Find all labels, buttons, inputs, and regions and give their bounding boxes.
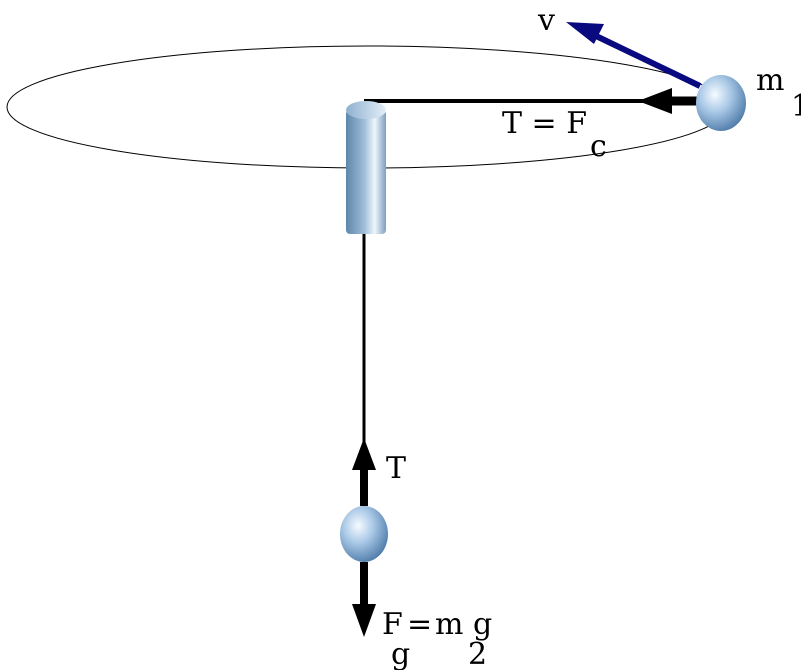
gravity-label-f: F (382, 607, 403, 642)
tension-label: T (386, 451, 406, 486)
gravity-label-m: m (435, 607, 463, 642)
velocity-arrow-head (566, 22, 604, 44)
gravity-subscript-2: 2 (468, 637, 487, 670)
mass2-ball (340, 506, 388, 562)
tension-arrow-head (352, 438, 376, 470)
centripetal-arrow-head (638, 88, 672, 114)
gravity-label-g: g (473, 607, 492, 642)
gravity-arrow-head (352, 604, 376, 637)
velocity-label: v (537, 3, 555, 38)
mass1-subscript: 1 (791, 89, 801, 124)
velocity-arrow-shaft (592, 32, 702, 89)
gravity-subscript-g: g (391, 637, 410, 670)
tube (346, 101, 386, 234)
centripetal-subscript: c (590, 129, 607, 164)
mass1-label: m (756, 63, 784, 98)
centripetal-label: T = F (502, 106, 587, 141)
mass1-ball (696, 75, 746, 131)
gravity-label-equals: = (407, 607, 432, 642)
